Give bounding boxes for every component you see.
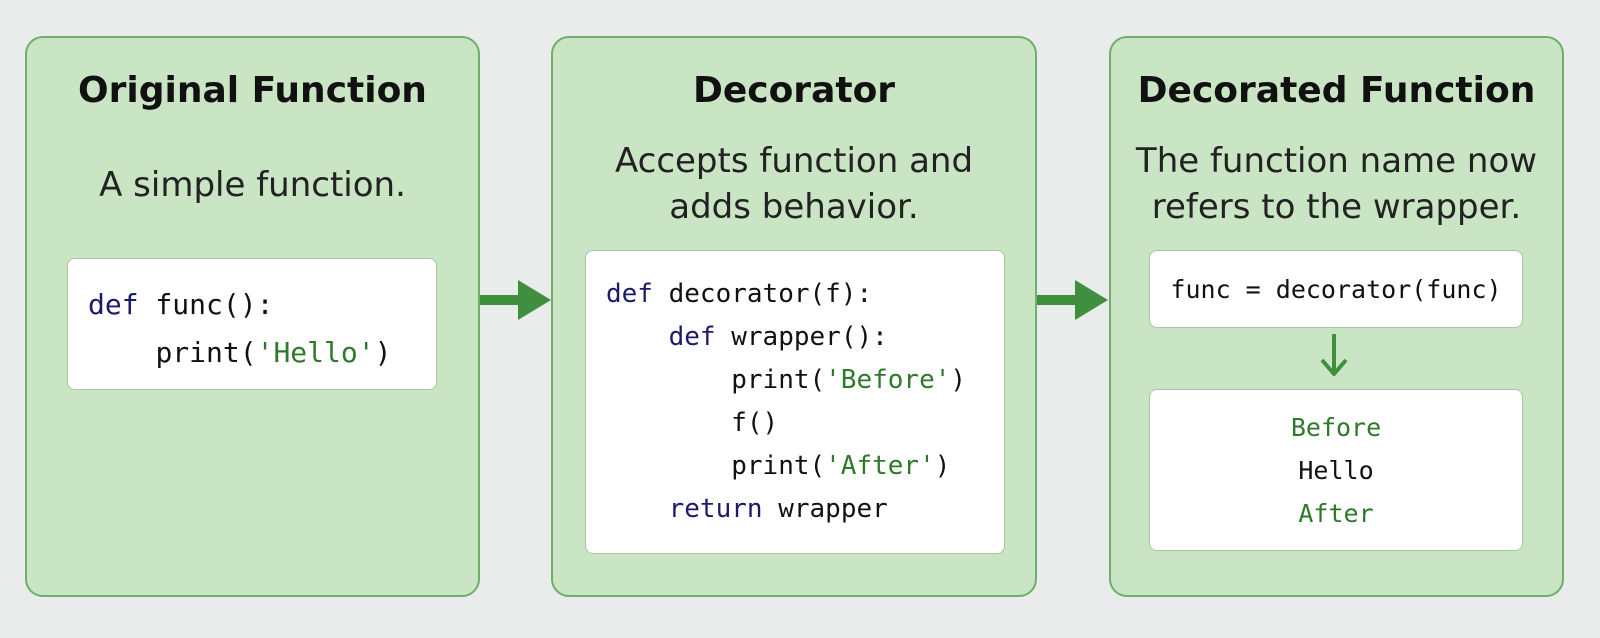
code-keyword: def — [668, 322, 716, 352]
code-string: 'Hello' — [256, 336, 375, 369]
code-indent — [606, 451, 731, 481]
code-keyword: def — [88, 288, 139, 321]
output-line: After — [1298, 499, 1374, 528]
decorated-subtitle-line: The function name now — [1135, 141, 1538, 181]
decorated-subtitle-line: refers to the wrapper. — [1151, 187, 1522, 227]
code-text: print( — [731, 365, 826, 395]
output-line: Hello — [1298, 456, 1374, 485]
decorated-function-subtitle: The function name now refers to the wrap… — [1131, 138, 1542, 230]
decorator-title: Decorator — [692, 70, 896, 111]
decorator-subtitle: Accepts function and adds behavior. — [573, 138, 1015, 230]
decorator-panel: Decorator Accepts function and adds beha… — [551, 36, 1037, 597]
code-line: print('Hello') — [88, 329, 436, 377]
code-line: f() — [606, 402, 1004, 445]
code-text: ) — [934, 451, 951, 481]
code-indent — [88, 336, 155, 369]
code-text: print( — [731, 451, 826, 481]
code-text: f() — [731, 408, 779, 438]
decorated-function-panel: Decorated Function The function name now… — [1109, 36, 1564, 597]
code-keyword: def — [606, 279, 653, 309]
code-indent — [606, 365, 731, 395]
right-arrow-icon — [480, 280, 551, 320]
code-line: def decorator(f): — [606, 273, 1004, 316]
decorator-call-code-block: func = decorator(func) — [1149, 250, 1523, 328]
decorator-subtitle-line: Accepts function and — [614, 141, 974, 181]
code-indent — [606, 322, 669, 352]
code-string: 'After' — [825, 451, 935, 481]
code-text: wrapper(): — [715, 322, 888, 352]
code-indent — [606, 494, 669, 524]
code-text: ) — [374, 336, 392, 369]
code-line: print('After') — [606, 445, 1004, 488]
code-line: def func(): — [88, 281, 436, 329]
original-function-title: Original Function — [78, 70, 427, 111]
code-line: print('Before') — [606, 359, 1004, 402]
code-text: func(): — [138, 288, 274, 321]
code-indent — [606, 408, 731, 438]
original-function-panel: Original Function A simple function. def… — [25, 36, 480, 597]
code-text: func = decorator(func) — [1170, 274, 1502, 304]
decorator-subtitle-line: adds behavior. — [669, 187, 919, 227]
code-text: decorator(f): — [652, 279, 873, 309]
code-line: return wrapper — [606, 488, 1004, 531]
code-text: print( — [155, 336, 257, 369]
code-keyword: return — [668, 494, 763, 524]
code-text: wrapper — [762, 494, 888, 524]
right-arrow-icon — [1037, 280, 1108, 320]
decorated-function-title: Decorated Function — [1137, 70, 1536, 111]
decorator-code-block: def decorator(f): def wrapper(): print('… — [585, 250, 1005, 554]
code-string: 'Before' — [825, 365, 951, 395]
code-line: def wrapper(): — [606, 316, 1004, 359]
down-arrow-icon — [1320, 334, 1348, 376]
output-line: Before — [1290, 413, 1382, 442]
original-function-code-block: def func(): print('Hello') — [67, 258, 437, 390]
code-text: ) — [950, 365, 967, 395]
original-function-subtitle: A simple function. — [99, 165, 406, 205]
